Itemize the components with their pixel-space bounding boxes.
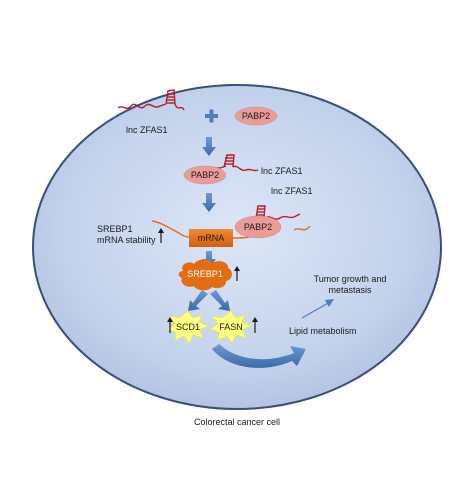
srebp1-protein-shape (178, 259, 232, 291)
pabp2-label-top: PABP2 (241, 111, 271, 121)
lnc-zfas1-label-top: lnc ZFAS1 (126, 125, 168, 135)
srebp1-label: SREBP1 (187, 269, 223, 279)
lnc-zfas1-label-complex2: lnc ZFAS1 (271, 186, 313, 196)
lipid-to-tumor-arrow (301, 299, 334, 319)
pabp2-label-complex2: PABP2 (243, 222, 273, 232)
srebp1-stability-line2: mRNA stability (97, 235, 156, 245)
scd1-label: SCD1 (175, 322, 200, 332)
cell-membrane (32, 84, 442, 410)
pabp2-complex1-shape (183, 165, 227, 185)
complex2-rna (255, 205, 301, 220)
fasn-label: FASN (219, 322, 243, 332)
pabp2-label-complex1: PABP2 (190, 170, 220, 180)
lnc-zfas1-rna-top (117, 89, 185, 111)
down-arrow-3 (202, 251, 216, 268)
fasn-burst (209, 310, 252, 344)
stability-up-arrow (158, 228, 164, 243)
fasn-up-arrow (252, 317, 258, 333)
scd1-burst (166, 310, 209, 344)
tumor-label-line2: metastasis (328, 285, 372, 295)
down-arrow-2 (202, 193, 216, 212)
tumor-label-line1: Tumor growth and (313, 274, 387, 284)
srebp1-stability-line1: SREBP1 (97, 224, 133, 234)
lipid-metabolism-label: Lipid metabolism (289, 326, 357, 336)
pabp2-complex2-shape (234, 215, 282, 239)
mrna-label: mRNA (197, 233, 225, 243)
curved-arrow-lipid (212, 344, 306, 368)
srebp1-up-arrow (234, 266, 240, 281)
plus-icon (205, 109, 218, 123)
pabp2-top-shape (234, 106, 278, 126)
scd1-up-arrow (167, 317, 173, 333)
mrna-box (189, 229, 233, 247)
arrow-to-scd1 (188, 290, 208, 311)
cell-label: Colorectal cancer cell (193, 417, 281, 427)
lnc-zfas1-label-complex1: lnc ZFAS1 (261, 166, 303, 176)
arrow-to-fasn (210, 290, 230, 311)
down-arrow-1 (202, 137, 216, 156)
